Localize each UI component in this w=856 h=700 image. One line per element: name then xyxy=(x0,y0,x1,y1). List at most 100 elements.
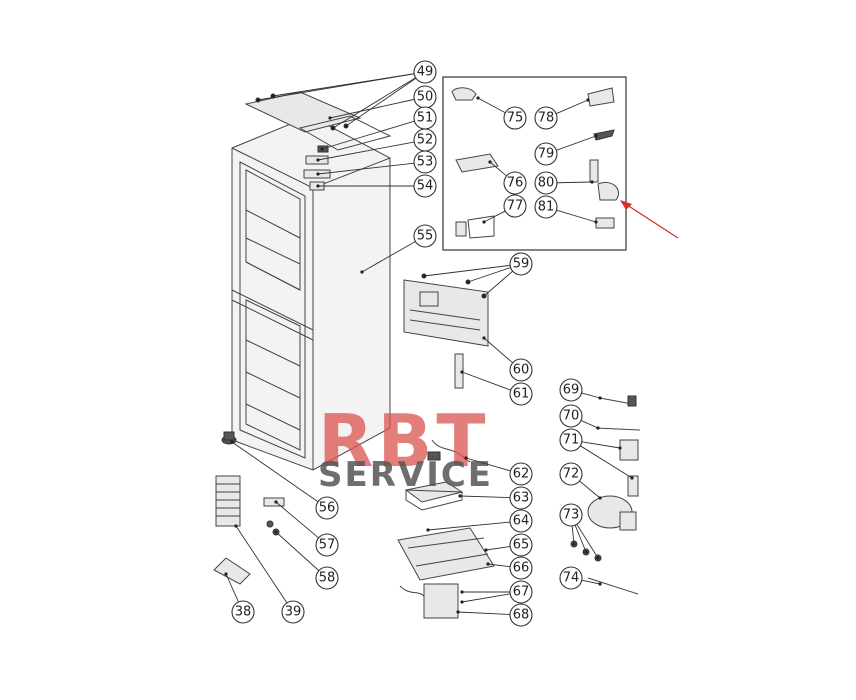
leader-tip-73 xyxy=(584,550,588,554)
leader-tip-52 xyxy=(316,158,320,162)
callout-74: 74 xyxy=(559,566,583,590)
leader-line-52 xyxy=(317,141,415,161)
door-hinge-parts xyxy=(451,87,620,239)
callout-number: 59 xyxy=(513,257,530,272)
watermark-subtitle: SERVICE xyxy=(318,455,493,495)
leader-tip-66 xyxy=(486,562,490,566)
leader-line-68 xyxy=(457,611,511,615)
leader-tip-67 xyxy=(460,590,464,594)
callout-circle xyxy=(503,171,527,195)
leader-line-58 xyxy=(275,531,320,571)
leader-tip-49 xyxy=(271,94,275,98)
callout-circle xyxy=(559,378,583,402)
callout-circle xyxy=(281,600,305,624)
leader-tip-49 xyxy=(256,98,260,102)
relay-box xyxy=(423,583,459,619)
leader-line-59-3 xyxy=(483,270,513,297)
leader-tip-50 xyxy=(328,116,332,120)
callout-70: 70 xyxy=(559,404,583,428)
leader-line-78 xyxy=(555,99,589,115)
callout-81: 81 xyxy=(534,195,558,219)
leader-line-38 xyxy=(225,573,239,603)
callout-62: 62 xyxy=(509,462,533,486)
detail-inset-box xyxy=(442,76,627,251)
leader-tip-71 xyxy=(630,476,634,480)
callout-number: 79 xyxy=(538,147,555,162)
callout-number: 64 xyxy=(513,514,530,529)
callout-65: 65 xyxy=(509,533,533,557)
compressor-parts xyxy=(570,395,641,595)
callout-circle xyxy=(503,106,527,130)
leader-tip-80 xyxy=(590,180,594,184)
callout-number: 50 xyxy=(417,90,434,105)
callout-71: 71 xyxy=(559,428,583,452)
callout-circle xyxy=(413,60,437,84)
leader-tip-59 xyxy=(422,274,426,278)
callout-circle xyxy=(509,462,533,486)
leader-line-69 xyxy=(581,392,601,399)
callout-77: 77 xyxy=(503,194,527,218)
leader-tip-76 xyxy=(488,160,492,164)
callout-number: 74 xyxy=(563,571,580,586)
callout-79: 79 xyxy=(534,142,558,166)
leader-tip-55 xyxy=(360,270,364,274)
leader-line-73-2 xyxy=(574,525,587,553)
callout-circle xyxy=(559,503,583,527)
callout-circle xyxy=(315,533,339,557)
callout-number: 68 xyxy=(513,608,530,623)
callout-circle xyxy=(534,142,558,166)
leader-line-57 xyxy=(275,501,319,539)
callout-number: 67 xyxy=(513,585,530,600)
leader-line-56 xyxy=(231,441,319,503)
callout-circle xyxy=(534,171,558,195)
callout-53: 53 xyxy=(413,150,437,174)
callout-61: 61 xyxy=(509,382,533,406)
leader-tip-63 xyxy=(458,494,462,498)
callout-58: 58 xyxy=(315,566,339,590)
callout-number: 54 xyxy=(417,179,434,194)
callout-number: 77 xyxy=(507,199,524,214)
callout-circle xyxy=(509,358,533,382)
callout-circle xyxy=(509,382,533,406)
callout-73: 73 xyxy=(559,503,583,527)
leader-tip-75 xyxy=(476,96,480,100)
leader-line-64 xyxy=(427,521,511,531)
leader-line-70 xyxy=(580,420,599,429)
leader-line-71-1 xyxy=(581,441,621,449)
callout-66: 66 xyxy=(509,556,533,580)
callout-57: 57 xyxy=(315,533,339,557)
callout-55: 55 xyxy=(413,224,437,248)
callout-circle xyxy=(509,580,533,604)
callout-52: 52 xyxy=(413,128,437,152)
compressor-bracket xyxy=(397,527,495,581)
leader-tip-54 xyxy=(316,184,320,188)
leader-line-39 xyxy=(235,525,288,604)
callout-38: 38 xyxy=(231,600,255,624)
callout-number: 55 xyxy=(417,229,434,244)
callout-68: 68 xyxy=(509,603,533,627)
leader-tip-64 xyxy=(426,528,430,532)
callout-51: 51 xyxy=(413,106,437,130)
leader-line-49-3 xyxy=(332,77,416,129)
callout-circle xyxy=(534,195,558,219)
callout-number: 52 xyxy=(417,133,434,148)
leader-tip-65 xyxy=(484,548,488,552)
leader-line-49-2 xyxy=(272,73,415,97)
callout-number: 81 xyxy=(538,200,555,215)
callout-56: 56 xyxy=(315,496,339,520)
callout-39: 39 xyxy=(281,600,305,624)
leader-tip-73 xyxy=(596,556,600,560)
callout-76: 76 xyxy=(503,171,527,195)
bottom-rail xyxy=(213,557,251,585)
callout-64: 64 xyxy=(509,509,533,533)
leader-tip-53 xyxy=(316,172,320,176)
callout-number: 71 xyxy=(563,433,580,448)
leader-tip-58 xyxy=(274,530,278,534)
leader-tip-73 xyxy=(572,542,576,546)
leader-line-76 xyxy=(489,161,507,177)
callout-50: 50 xyxy=(413,85,437,109)
leader-tip-56 xyxy=(230,440,234,444)
callout-80: 80 xyxy=(534,171,558,195)
